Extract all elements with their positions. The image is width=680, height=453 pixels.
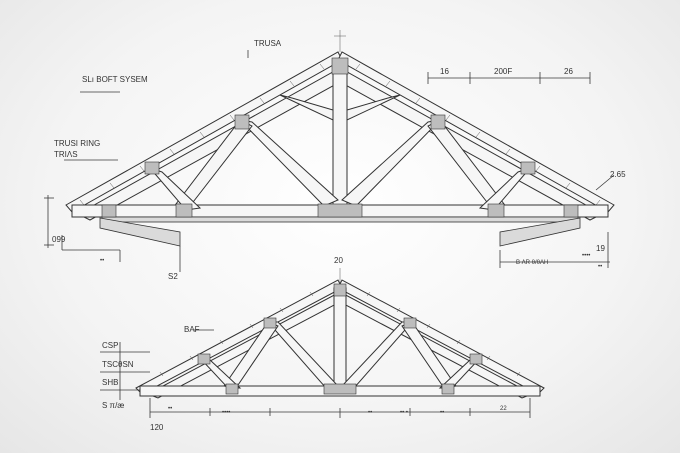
top-king-post [332,59,348,211]
truss-label: TRIΛS [54,150,78,159]
bottom-center-label: S2 [168,272,178,281]
dim-right: 22 [500,406,507,412]
dim-mid-1: •••• [222,410,230,416]
top-roof-hatching [79,63,601,206]
left-tick-label: •• [100,258,104,264]
top-truss [44,30,615,272]
label-tsc: TSCθSN [102,360,134,369]
dim-mid-2: •• [368,410,372,416]
dim-left: •• [168,406,172,412]
left-dimension: 099 [52,235,66,244]
top-title: TRUSA [254,39,282,48]
right-dimension-2: 19 [596,244,605,253]
dim-mid-4: •• [440,410,444,416]
bottom-king-post [333,287,347,389]
system-label: SLı BOFT SYSEM [82,75,148,84]
bottom-top-label: 20 [334,256,343,265]
dimension-a: 16 [440,67,449,76]
truss-ring-label: TRUSI RING [54,139,100,148]
dim-mid-3: •• • [400,410,408,416]
bottom-roof-hatching [159,291,521,377]
right-caption: B ΛR θ/θΑΗ [516,260,548,266]
label-shb: SHB [102,378,118,387]
right-dimension: 2.65 [610,170,626,179]
label-s: S π/æ [102,401,124,410]
bottom-left-label: BAF [184,325,200,334]
right-small-label-2: •• [598,264,602,270]
label-csp: CSP [102,341,118,350]
dimension-c: 26 [564,67,573,76]
bottom-number: 120 [150,423,164,432]
bottom-truss [100,268,545,418]
dimension-b: 200F [494,67,512,76]
right-small-label: •••• [582,253,590,259]
